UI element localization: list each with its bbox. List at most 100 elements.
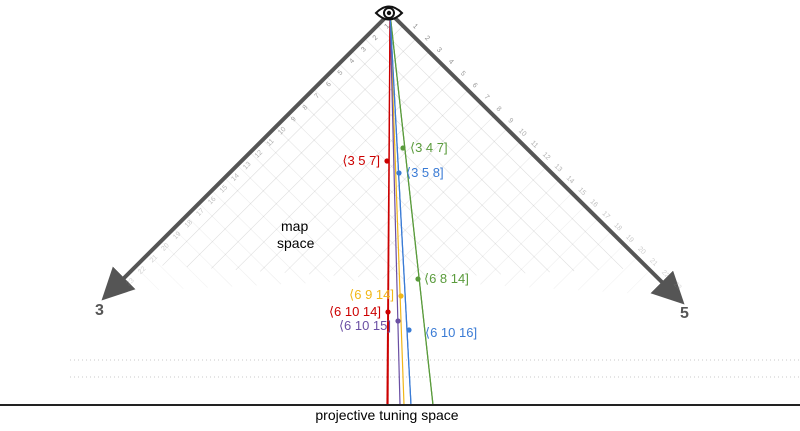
tick-label: 13 xyxy=(553,163,564,174)
grid-line xyxy=(406,154,534,281)
map-lines xyxy=(386,12,434,406)
tick-label: 11 xyxy=(266,138,276,148)
tick-label: 17 xyxy=(600,210,611,221)
grid-line xyxy=(147,253,184,289)
grid-line xyxy=(364,38,599,271)
tick-label: 19 xyxy=(624,234,635,245)
tick-label: 22 xyxy=(137,265,148,276)
tick-label: 20 xyxy=(636,246,647,257)
grid-line xyxy=(577,244,625,291)
map-point-m61015 xyxy=(395,318,401,324)
tick-label: 4 xyxy=(348,58,356,66)
grid-line xyxy=(553,231,612,289)
tick-label: 10 xyxy=(517,128,528,139)
map-point-m358 xyxy=(396,170,402,176)
map-label-m357: ⟨3 5 7] xyxy=(342,153,380,168)
tick-label: 18 xyxy=(612,222,623,233)
grid-line xyxy=(186,38,417,268)
tick-label: 21 xyxy=(648,257,659,268)
tick-label: 6 xyxy=(325,81,333,89)
map-point-m357 xyxy=(384,158,390,164)
grid-line xyxy=(504,205,586,287)
tick-label: 14 xyxy=(565,175,576,186)
tick-label: 3 xyxy=(360,46,368,54)
tick-label: 14 xyxy=(230,172,241,183)
map-line-m6914 xyxy=(389,12,405,406)
map-line-m6814 xyxy=(389,12,434,406)
grid-line xyxy=(173,228,233,287)
grid-line xyxy=(262,139,404,279)
tick-label: 6 xyxy=(471,82,479,90)
grid-line xyxy=(326,76,526,274)
map-line-m61015 xyxy=(389,12,401,406)
tuning-space-label: projective tuning space xyxy=(315,407,458,423)
map-label-m6814: ⟨6 8 14] xyxy=(424,271,469,286)
map-point-m6814 xyxy=(415,276,421,282)
map-line-m61016 xyxy=(389,12,412,406)
map-labels: ⟨3 5 7]⟨3 4 7]⟨3 5 8]⟨6 8 14]⟨6 9 14]⟨6 … xyxy=(329,140,477,340)
map-line-m61014 xyxy=(387,12,391,406)
map-point-m6914 xyxy=(398,293,404,299)
grid-line xyxy=(529,218,599,288)
grid-line xyxy=(235,64,443,271)
tick-label: 21 xyxy=(149,254,160,265)
tick-label: 8 xyxy=(302,104,310,112)
axis-3-label: 3 xyxy=(95,302,104,319)
grid-line xyxy=(377,25,624,270)
grid-line xyxy=(431,167,547,282)
tick-label: 18 xyxy=(184,219,195,230)
grid-line xyxy=(160,241,208,288)
tick-label: 1 xyxy=(383,23,391,31)
eye-icon xyxy=(374,5,404,21)
axis-5-label: 5 xyxy=(680,305,689,322)
tick-label: 19 xyxy=(172,231,183,242)
axis-5-arrow xyxy=(388,11,685,305)
grid-line xyxy=(313,88,502,275)
tick-label: 20 xyxy=(160,242,171,253)
grid-line xyxy=(249,152,379,281)
tick-label: 7 xyxy=(313,92,321,100)
tick-label: 15 xyxy=(219,184,230,195)
tick-label: 17 xyxy=(195,207,206,218)
grid-line xyxy=(275,126,428,278)
map-label-m61015: ⟨6 10 15] xyxy=(339,318,391,333)
tick-label: 22 xyxy=(660,269,671,280)
tick-label: 9 xyxy=(290,116,298,124)
grid-line xyxy=(626,270,651,294)
tick-label: 12 xyxy=(541,151,552,162)
map-label-m61016: ⟨6 10 16] xyxy=(425,325,477,340)
map-point-m61016 xyxy=(406,327,412,333)
grid-line xyxy=(224,177,331,283)
tick-label: 9 xyxy=(506,117,514,125)
grid-line xyxy=(455,180,560,284)
grid-line xyxy=(284,89,469,274)
axis-3-arrow xyxy=(101,11,392,301)
grid-line xyxy=(480,192,573,285)
tick-label: 4 xyxy=(447,58,455,66)
grid-line xyxy=(287,114,453,277)
tick-label: 13 xyxy=(242,161,253,172)
map-label-m358: ⟨3 5 8] xyxy=(406,165,444,180)
tick-label: 1 xyxy=(411,23,419,31)
map-label-m61014: ⟨6 10 14] xyxy=(329,304,381,319)
tick-label: 15 xyxy=(577,187,588,198)
tick-label: 11 xyxy=(529,140,539,150)
tick-label: 23 xyxy=(125,277,136,288)
grid-line xyxy=(135,266,160,291)
tick-label: 2 xyxy=(372,34,380,42)
grid-line xyxy=(211,190,306,284)
map-space-label: map xyxy=(281,218,308,234)
grid-line xyxy=(308,102,482,275)
grid-line xyxy=(198,203,282,285)
tick-label: 16 xyxy=(207,196,218,207)
tick-label: 23 xyxy=(672,281,683,292)
tick-label: 2 xyxy=(423,35,431,43)
tick-label: 7 xyxy=(483,94,491,102)
tick-label: 5 xyxy=(459,70,467,78)
grid-line xyxy=(651,282,664,295)
grid-line xyxy=(382,141,521,279)
tick-label: 8 xyxy=(495,105,503,113)
map-points xyxy=(384,145,421,333)
